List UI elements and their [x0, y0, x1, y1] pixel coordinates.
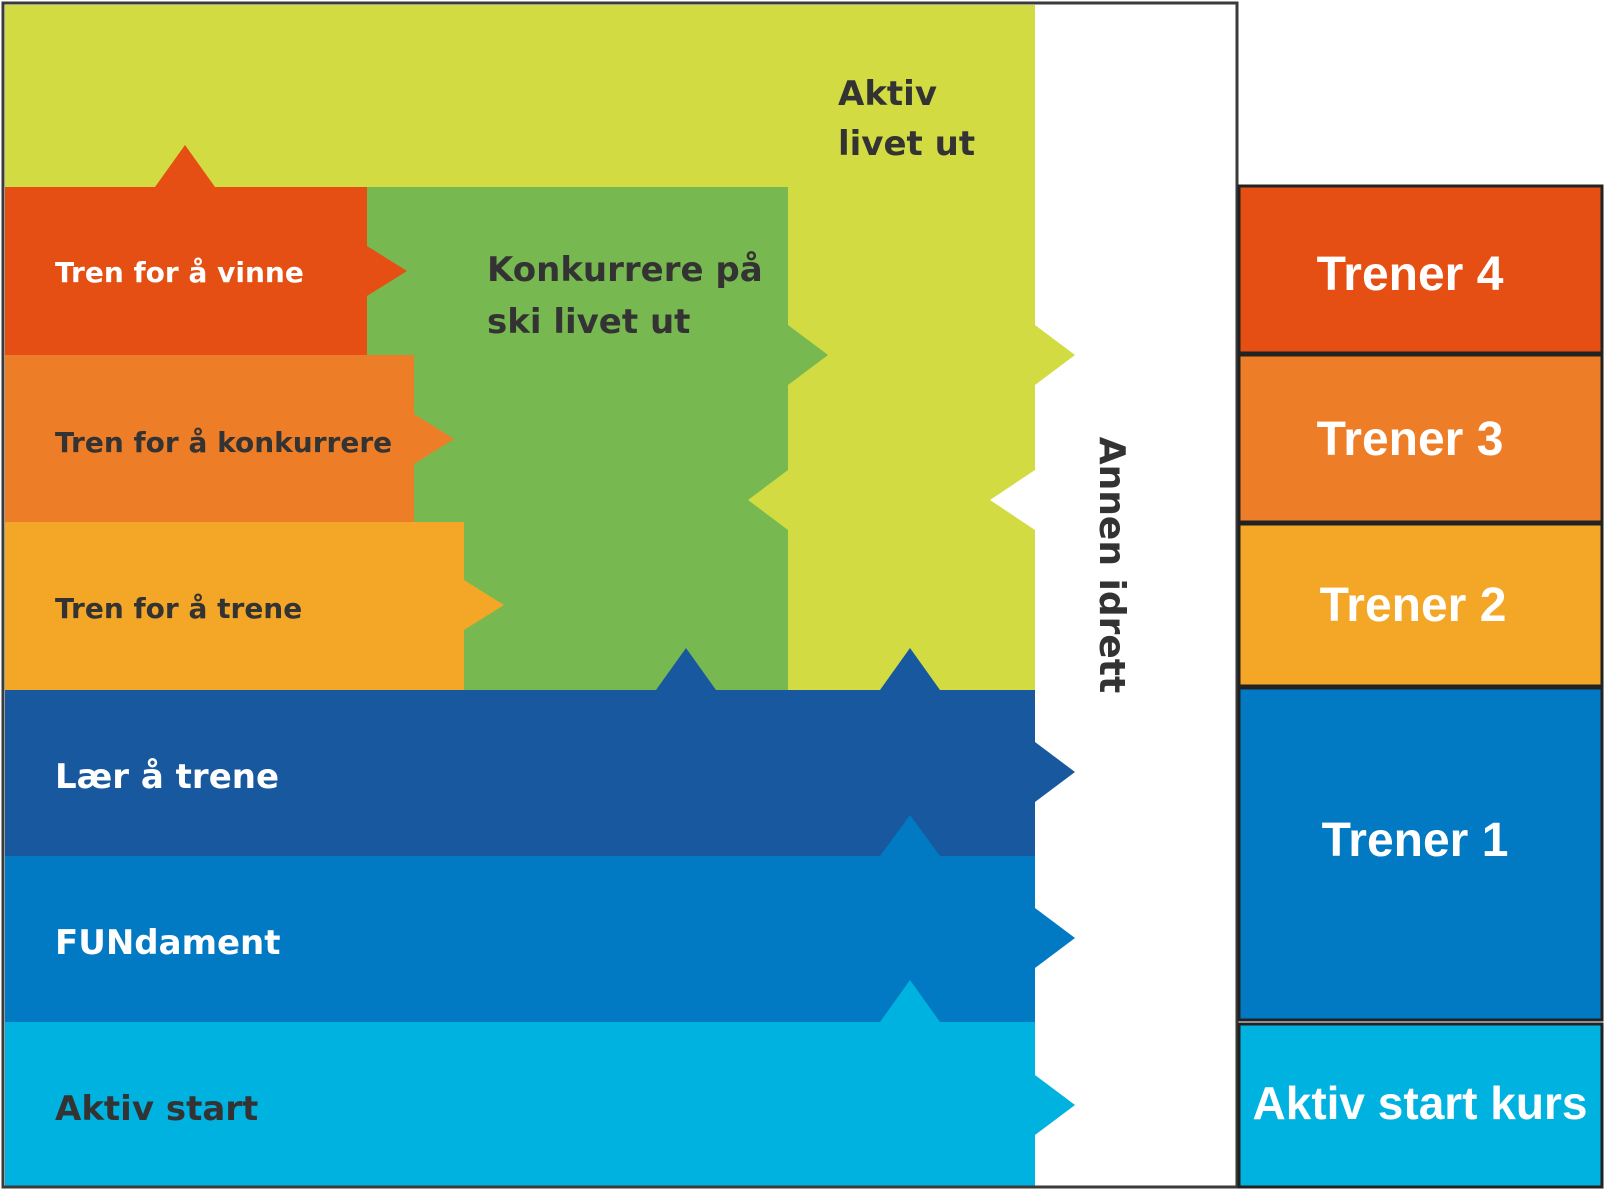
stage-aktiv-start	[5, 980, 1075, 1188]
stage-fundament	[5, 815, 1075, 1022]
label-tren-for-a-vinne: Tren for å vinne	[55, 256, 304, 289]
coach-box-trener-2	[1237, 522, 1604, 688]
label-annen-idrett: Annen idrett	[1091, 437, 1132, 693]
coach-box-aktiv-start-kurs	[1237, 1022, 1604, 1189]
coach-box-trener-3	[1237, 353, 1604, 524]
coach-levels: Trener 4 Trener 3 Trener 2 Trener 1 Akti…	[1237, 184, 1604, 1189]
coach-box-trener-1	[1237, 686, 1604, 1022]
label-konkurrere-line1: Konkurrere på	[487, 250, 763, 290]
coach-label-aktiv-start-kurs: Aktiv start kurs	[1253, 1077, 1588, 1129]
label-aktiv-livet-ut-line1: Aktiv	[838, 74, 937, 114]
stage-tren-for-a-trene	[5, 522, 504, 690]
coach-label-trener-4: Trener 4	[1317, 248, 1504, 301]
label-tren-for-a-konkurrere: Tren for å konkurrere	[55, 426, 392, 459]
stage-tren-for-a-konkurrere	[5, 355, 454, 522]
label-laer-a-trene: Lær å trene	[55, 757, 279, 797]
stage-tren-for-a-vinne	[5, 145, 407, 355]
coach-label-trener-2: Trener 2	[1320, 579, 1507, 632]
label-tren-for-a-trene: Tren for å trene	[55, 592, 302, 625]
coach-label-trener-3: Trener 3	[1317, 413, 1504, 466]
label-konkurrere-line2: ski livet ut	[487, 302, 690, 342]
label-aktiv-start: Aktiv start	[55, 1089, 258, 1129]
stage-laer-a-trene	[5, 648, 1075, 856]
diagram-frame	[1, 1, 1239, 1189]
coach-box-trener-4	[1237, 184, 1604, 355]
coach-label-trener-1: Trener 1	[1322, 814, 1509, 867]
label-fundament: FUNdament	[55, 923, 281, 963]
label-aktiv-livet-ut-line2: livet ut	[838, 124, 975, 164]
